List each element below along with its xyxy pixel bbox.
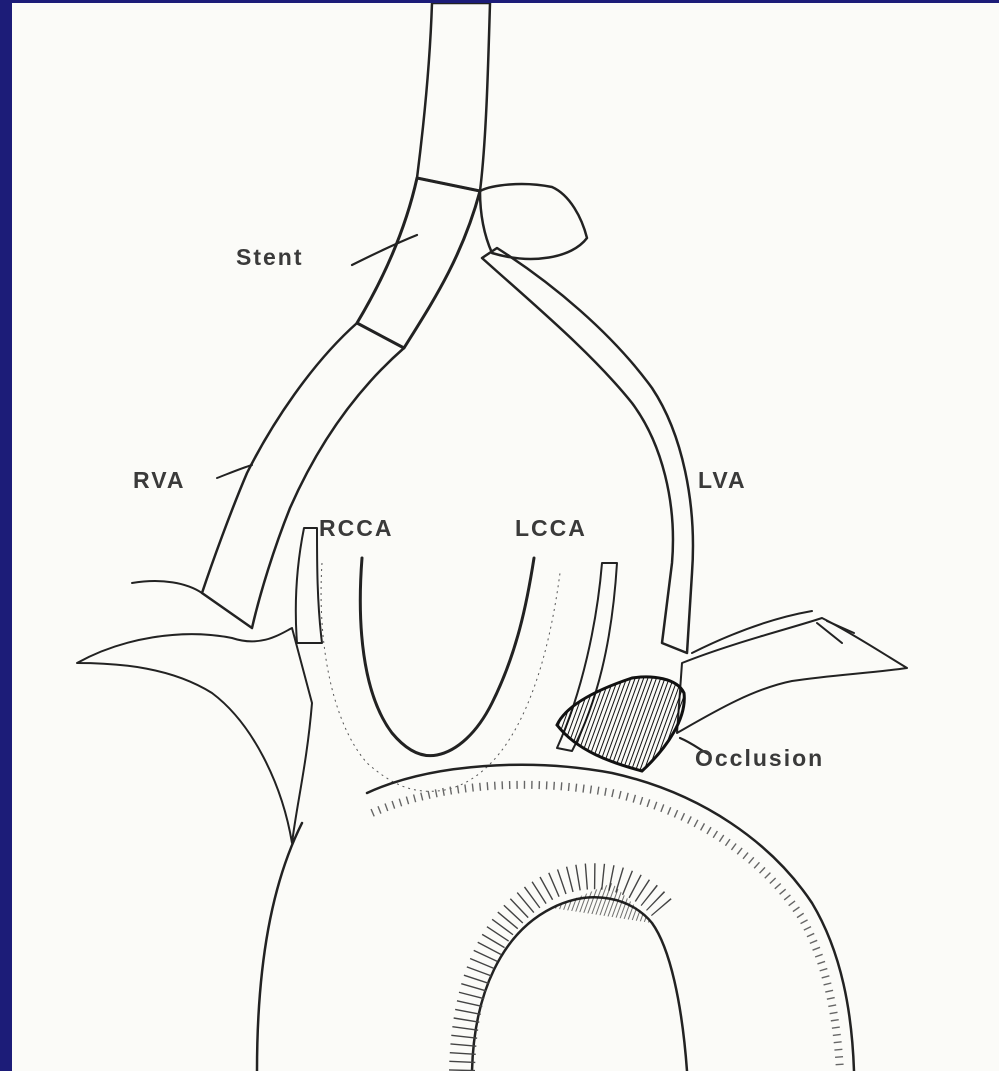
subclavian-line	[692, 611, 812, 653]
aortic-arch-upper	[367, 765, 854, 1071]
carotid-bifurcation-loop	[360, 558, 534, 756]
lva-label: LVA	[698, 467, 747, 493]
rcca-label: RCCA	[319, 515, 393, 541]
lcca-label: LCCA	[515, 515, 587, 541]
stent-label: Stent	[236, 244, 304, 270]
arch-shadow	[552, 883, 652, 923]
right-subclavian-artery	[77, 628, 312, 843]
stent	[357, 178, 480, 348]
arch-hatching	[372, 785, 840, 1071]
occlusion	[557, 677, 684, 771]
loop-shading	[321, 563, 560, 791]
occlusion-label: Occlusion	[695, 745, 824, 771]
left-subclavian-artery	[677, 618, 907, 733]
basilar-artery	[417, 3, 490, 191]
rva-label: RVA	[133, 467, 185, 493]
stent-leader-line	[352, 235, 417, 265]
right-common-carotid-artery	[296, 528, 322, 643]
rva-origin-line	[132, 581, 202, 593]
left-vertebral-artery	[482, 248, 693, 653]
vascular-anatomy-illustration: Stent RVA LVA RCCA LCCA Occlusion	[12, 3, 999, 1071]
right-vertebral-artery	[202, 323, 404, 628]
aortic-arch-outer	[257, 823, 302, 1071]
diagram-frame: Stent RVA LVA RCCA LCCA Occlusion	[12, 3, 999, 1071]
aortic-arch-inner	[472, 897, 687, 1071]
